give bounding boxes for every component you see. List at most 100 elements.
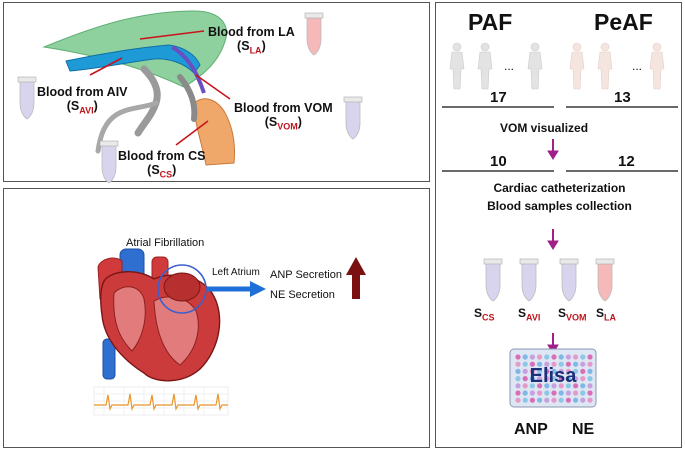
tube-vom	[343, 96, 363, 140]
label-blood-from-aiv: Blood from AIV (SAVI)	[37, 85, 128, 116]
elisa-well	[544, 368, 550, 374]
elisa-well	[537, 376, 543, 382]
left-atrium-highlight-ring	[157, 264, 207, 314]
sample-label-avi: SAVI	[518, 306, 540, 322]
label-blood-from-vom: Blood from VOM (SVOM)	[234, 101, 333, 132]
elisa-well	[529, 397, 535, 403]
tube-aiv	[17, 76, 37, 120]
label-vom-sub: VOM	[277, 121, 298, 132]
label-blood-from-la: Blood from LA (SLA)	[208, 25, 295, 56]
flow-arrow-1	[547, 139, 559, 160]
sample-label-cs: SCS	[474, 306, 495, 322]
grey-vessel-2	[95, 100, 159, 154]
elisa-well	[587, 383, 593, 389]
elisa-well	[551, 376, 557, 382]
paf-count: 17	[490, 89, 507, 106]
elisa-well	[573, 376, 579, 382]
elisa-well	[522, 376, 528, 382]
elisa-well	[515, 390, 521, 396]
elisa-well	[537, 383, 543, 389]
elisa-well	[551, 383, 557, 389]
sample-tube-la	[595, 258, 615, 302]
elisa-well	[515, 397, 521, 403]
peaf-patient-figures	[569, 42, 665, 90]
sample-la-sub: LA	[604, 312, 617, 323]
tube-cs	[99, 140, 119, 184]
label-cs-sub: CS	[159, 169, 173, 180]
elisa-well	[558, 354, 564, 360]
elisa-well	[573, 361, 579, 367]
vom-visualized-label: VOM visualized	[500, 121, 589, 135]
elisa-well	[515, 354, 521, 360]
elisa-well	[537, 354, 543, 360]
anp-secretion-label: ANP Secretion	[270, 269, 342, 281]
elisa-well	[537, 361, 543, 367]
peaf-count2: 12	[618, 153, 635, 170]
aiv-vessel	[65, 44, 201, 74]
elisa-well	[522, 397, 528, 403]
pointer-aiv	[89, 57, 123, 76]
pointer-cs	[175, 120, 209, 146]
elisa-well	[587, 397, 593, 403]
elisa-well	[529, 368, 535, 374]
flow-arrow-2	[547, 229, 559, 250]
elisa-well	[529, 361, 535, 367]
anp-label: ANP	[514, 421, 548, 438]
elisa-well	[544, 397, 550, 403]
elisa-well	[558, 376, 564, 382]
blue-arrow-head	[250, 281, 266, 297]
elisa-well	[558, 383, 564, 389]
elisa-well	[573, 354, 579, 360]
panel-vessel-anatomy: Blood from LA (SLA) Blood from AIV (SAVI…	[3, 2, 430, 184]
heart-chamber-right	[113, 286, 146, 352]
elisa-well	[551, 354, 557, 360]
sample-cs-sub: CS	[482, 312, 495, 323]
elisa-well	[537, 368, 543, 374]
label-vom-text: Blood from VOM	[234, 101, 333, 115]
ne-secretion-label: NE Secretion	[270, 289, 335, 301]
elisa-well	[565, 383, 571, 389]
paf-patient-figures	[449, 42, 543, 90]
grey-vessel-3	[177, 74, 198, 122]
elisa-well	[544, 354, 550, 360]
sample-vom-s: S	[558, 306, 567, 320]
label-cs-s: S	[151, 163, 160, 178]
elisa-well	[551, 368, 557, 374]
sample-tube-cs	[483, 258, 503, 302]
increase-arrow	[346, 257, 366, 299]
sample-vom-sub: VOM	[566, 312, 587, 323]
sample-tube-avi	[519, 258, 539, 302]
panel-heart-secretion: Atrial Fibrillation Left Atrium ANP Secr…	[3, 188, 430, 448]
elisa-well	[537, 397, 543, 403]
elisa-well	[565, 361, 571, 367]
label-cs-text: Blood from CS	[118, 149, 206, 163]
elisa-well	[558, 397, 564, 403]
elisa-well	[551, 390, 557, 396]
elisa-well	[522, 383, 528, 389]
coronary-sinus-shape	[193, 98, 235, 166]
elisa-well	[573, 390, 579, 396]
elisa-well	[522, 390, 528, 396]
elisa-well	[515, 361, 521, 367]
pointer-la	[139, 30, 205, 40]
peaf-heading: PeAF	[594, 9, 653, 35]
elisa-well	[573, 397, 579, 403]
panel-workflow: PAF PeAF ... ... 17 13 VOM visualized 10…	[435, 2, 682, 448]
label-aiv-text: Blood from AIV	[37, 85, 128, 99]
paf-heading: PAF	[468, 9, 513, 35]
pointer-vom	[195, 74, 231, 100]
step-cardiac-catheterization: Cardiac catheterization	[493, 181, 626, 195]
sample-la-s: S	[596, 306, 605, 320]
elisa-well	[573, 368, 579, 374]
left-atrium-shape	[163, 272, 201, 302]
elisa-well	[544, 376, 550, 382]
workflow-graphics	[442, 42, 678, 408]
elisa-well	[544, 383, 550, 389]
label-la-text: Blood from LA	[208, 25, 295, 39]
elisa-well	[551, 361, 557, 367]
elisa-well	[515, 376, 521, 382]
sample-avi-s: S	[518, 306, 527, 320]
elisa-well	[515, 368, 521, 374]
elisa-label: Elisa	[529, 365, 577, 387]
elisa-well	[573, 383, 579, 389]
